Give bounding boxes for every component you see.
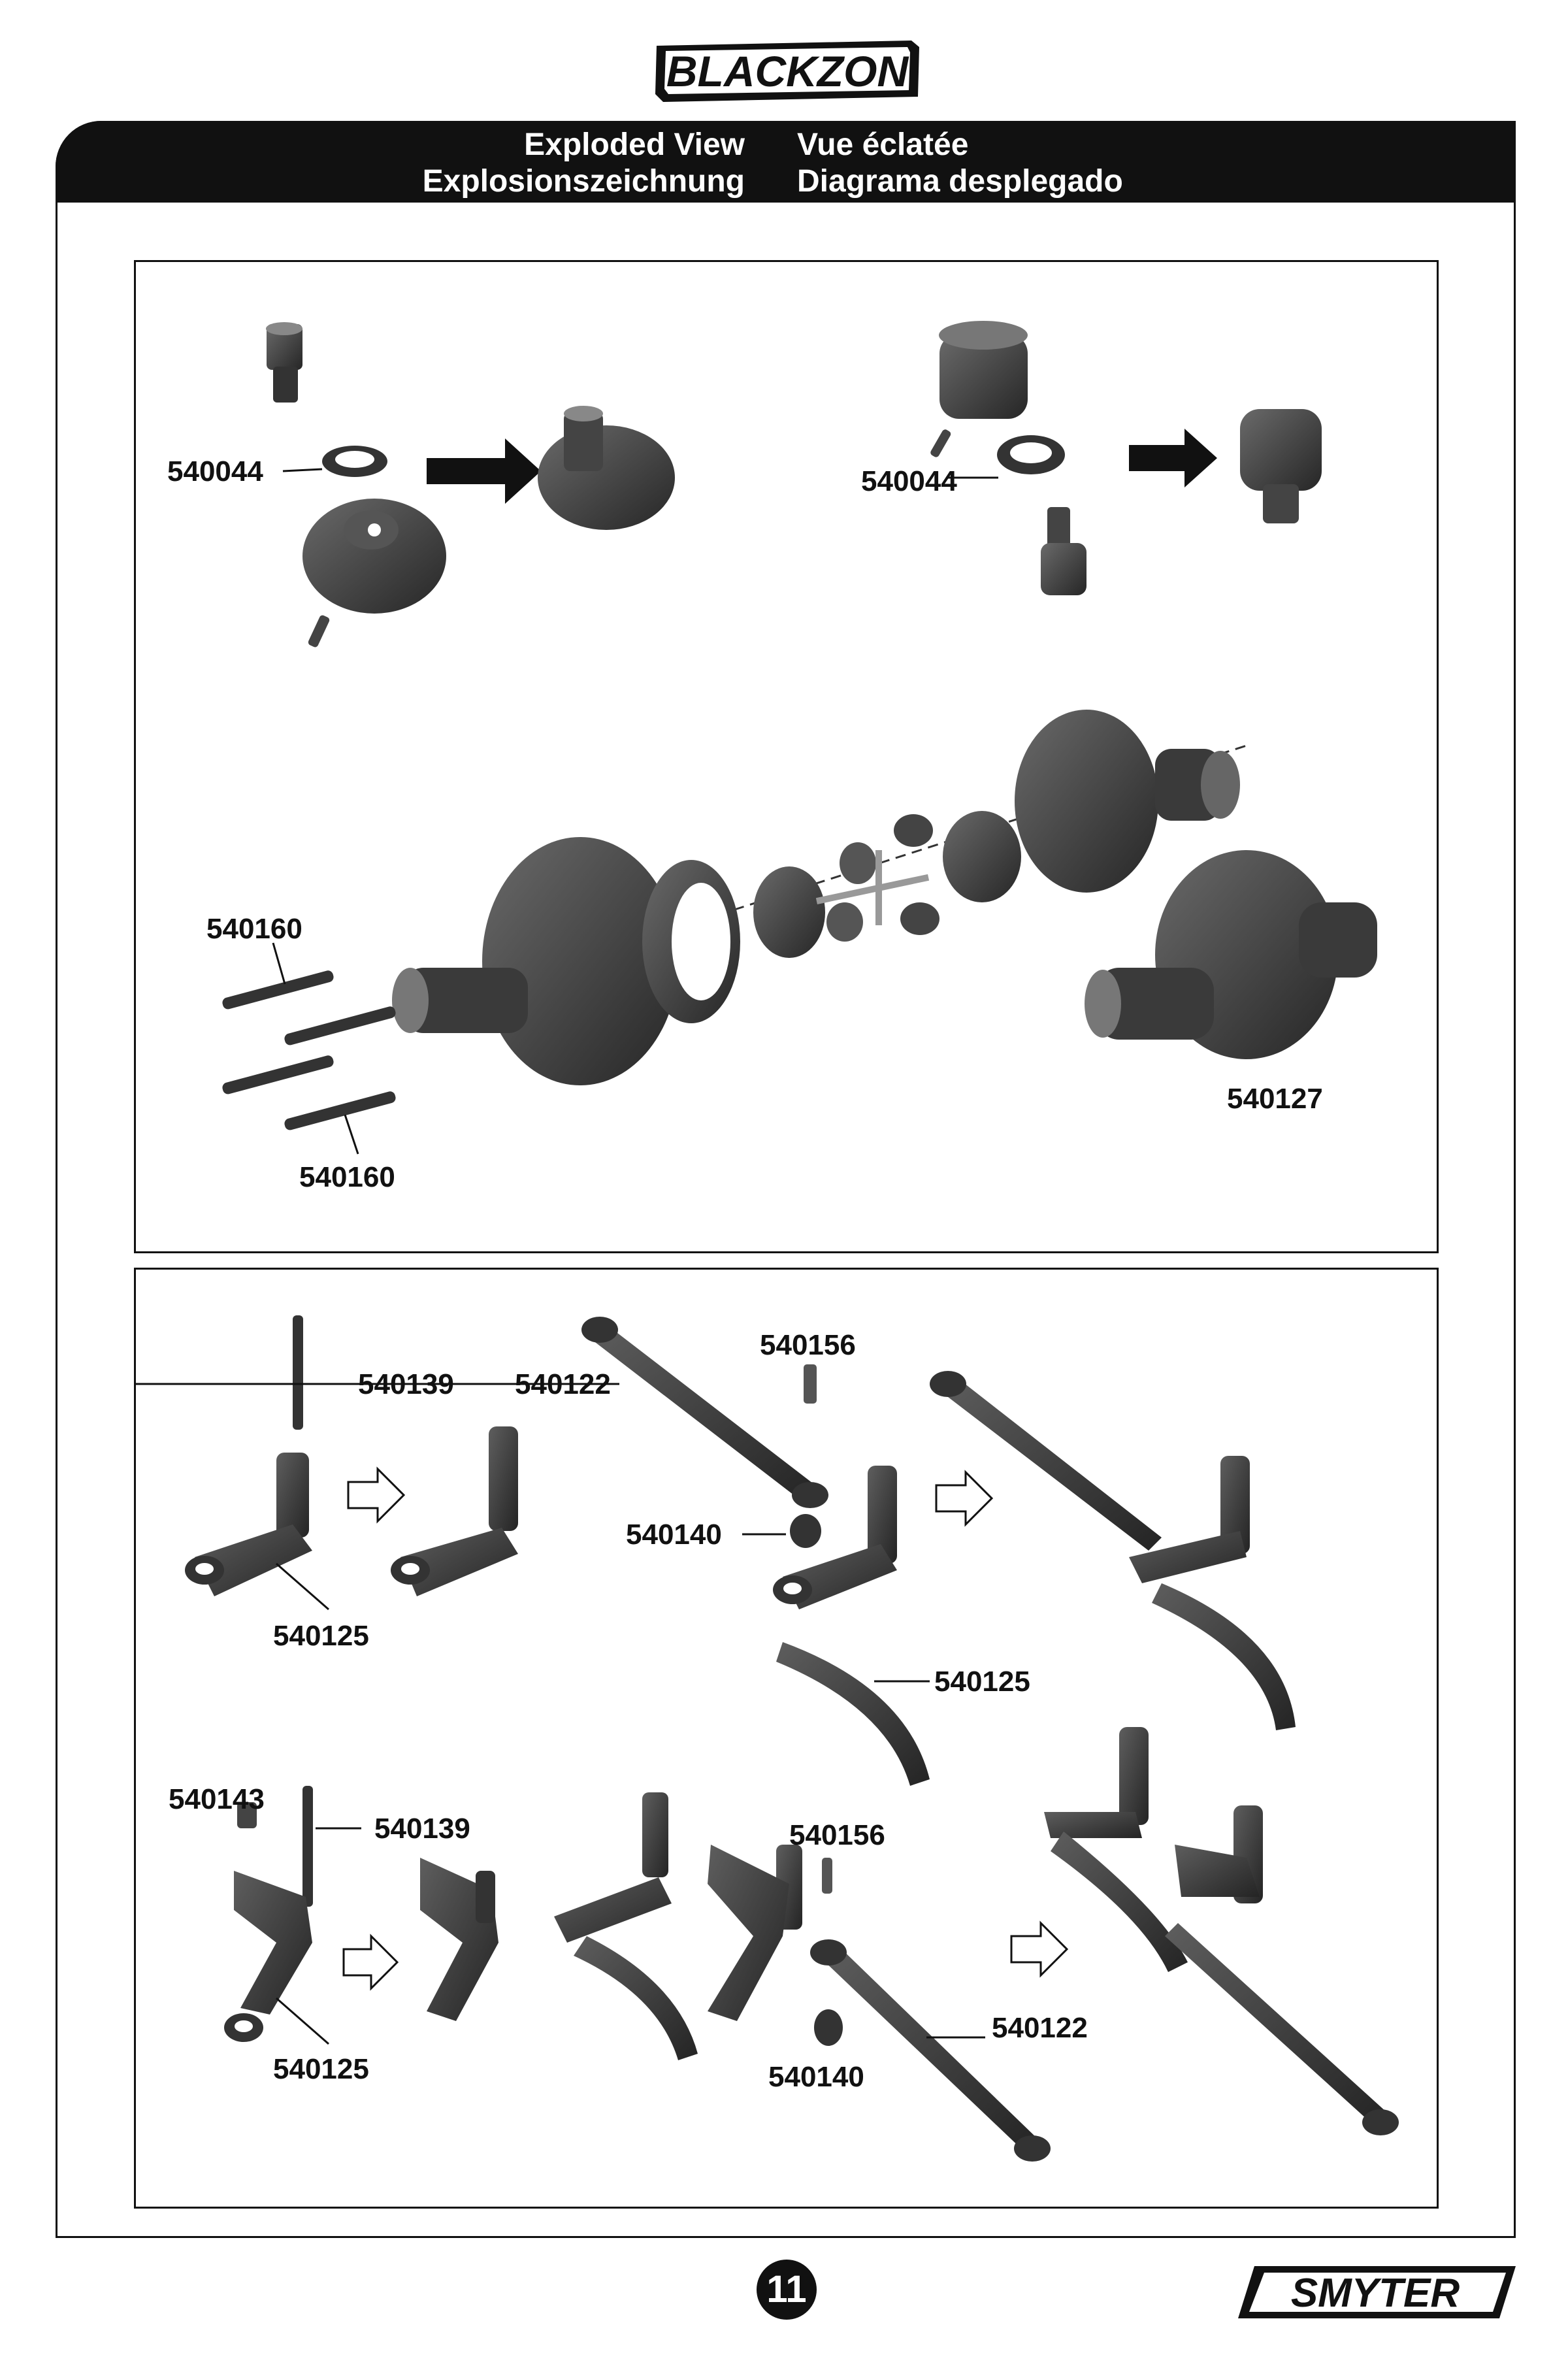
- title-diagrama-desplegado: Diagrama desplegado: [797, 164, 1123, 199]
- label-540125-c: 540125: [273, 2053, 369, 2085]
- label-540160-top: 540160: [206, 913, 302, 945]
- arrow-right-icon: [1129, 429, 1217, 487]
- leader-line: [344, 1114, 359, 1155]
- outline-arrow-icon: [935, 1470, 994, 1527]
- steering-crank-b: [773, 1466, 897, 1609]
- title-exploded-view: Exploded View: [524, 127, 745, 162]
- label-540160-bottom: 540160: [299, 1161, 395, 1193]
- bearing-left: [322, 446, 387, 477]
- blackzon-logo: BLACKZON: [655, 41, 919, 102]
- steering-link-d: [810, 1939, 1051, 2162]
- arrow-right-icon: [427, 438, 541, 504]
- label-540139-c: 540139: [374, 1813, 470, 1845]
- outline-arrow-icon: [1010, 1920, 1069, 1978]
- label-540044-right: 540044: [861, 465, 957, 497]
- label-540122-d: 540122: [992, 2012, 1088, 2044]
- brand-logo-text: BLACKZON: [666, 47, 909, 95]
- ball-d: [814, 2009, 843, 2046]
- ball-a: [790, 1514, 821, 1548]
- ring-gear-assembled: [538, 406, 675, 530]
- diff-case-assembled-right: [1240, 409, 1322, 523]
- pin-left: [308, 615, 330, 648]
- outline-arrow-icon: [347, 1466, 406, 1524]
- spider-gears: [815, 814, 939, 942]
- steering-assembly-final: [1044, 1727, 1399, 2135]
- steering-assembly-a: [930, 1371, 1296, 1730]
- diff-case-main: [1015, 710, 1240, 893]
- title-vue-eclatee: Vue éclatée: [797, 127, 969, 162]
- ring-gear-left: [302, 499, 446, 614]
- steering-crank-c: [224, 1871, 312, 2042]
- bevel-gear-small: [943, 811, 1021, 902]
- label-540156-a: 540156: [760, 1329, 856, 1361]
- title-bar: Exploded View Vue éclatée Explosionszeic…: [56, 121, 1516, 203]
- outline-arrow-icon: [342, 1933, 399, 1991]
- steering-crank-a-assembled: [391, 1426, 518, 1596]
- differential-diagram: 540044 540044: [167, 321, 1377, 1193]
- brand-logo-text: SMYTER: [1291, 2271, 1460, 2316]
- leader-line: [276, 1997, 329, 2045]
- label-540156-d: 540156: [789, 1819, 885, 1851]
- steering-crank-a: [185, 1453, 312, 1596]
- steering-panel: 540139 540125 540122 540156 540140 54012…: [134, 1268, 1439, 2209]
- label-540125-b: 540125: [934, 1666, 1030, 1698]
- label-540044-left: 540044: [167, 455, 263, 487]
- post-pin-c: [302, 1786, 313, 1907]
- leader-line: [272, 942, 286, 985]
- diff-housing-ring: [642, 860, 740, 1023]
- label-540143-c: 540143: [169, 1783, 265, 1815]
- title-explosionszeichnung: Explosionszeichnung: [422, 164, 745, 199]
- leader-line: [276, 1562, 329, 1611]
- label-540127: 540127: [1227, 1083, 1323, 1115]
- post-pin: [293, 1315, 303, 1430]
- diff-assembled: [1085, 850, 1377, 1059]
- bearing-right: [997, 435, 1065, 474]
- differential-panel: 540044 540044: [134, 260, 1439, 1253]
- steering-crank-d2: [708, 1845, 802, 2021]
- page-number: 11: [757, 2260, 817, 2320]
- leader-line: [282, 468, 323, 472]
- bushing-d: [822, 1858, 832, 1894]
- bushing-a: [804, 1364, 817, 1404]
- ring-gear-main: [392, 837, 678, 1085]
- nut-c: [237, 1802, 257, 1828]
- label-540125-a: 540125: [273, 1620, 369, 1652]
- steering-link-a: [581, 1317, 828, 1508]
- label-540140-d: 540140: [768, 2061, 864, 2093]
- steering-crank-d1: [554, 1792, 698, 2060]
- pin-right: [930, 429, 951, 457]
- outdrive-cup-left: [266, 322, 302, 403]
- diff-case-right: [939, 321, 1028, 419]
- label-540122-a: 540122: [515, 1368, 611, 1400]
- screws: [222, 970, 396, 1130]
- label-540140-a: 540140: [626, 1519, 722, 1551]
- steering-crank-c-assembled: [420, 1858, 498, 2021]
- bevel-gear-large: [753, 866, 825, 958]
- steering-diagram: 540139 540125 540122 540156 540140 54012…: [136, 1315, 1399, 2162]
- outdrive-cup-right: [1041, 507, 1086, 595]
- smyter-logo: SMYTER: [1238, 2266, 1516, 2318]
- steering-arm-b: [776, 1642, 930, 1786]
